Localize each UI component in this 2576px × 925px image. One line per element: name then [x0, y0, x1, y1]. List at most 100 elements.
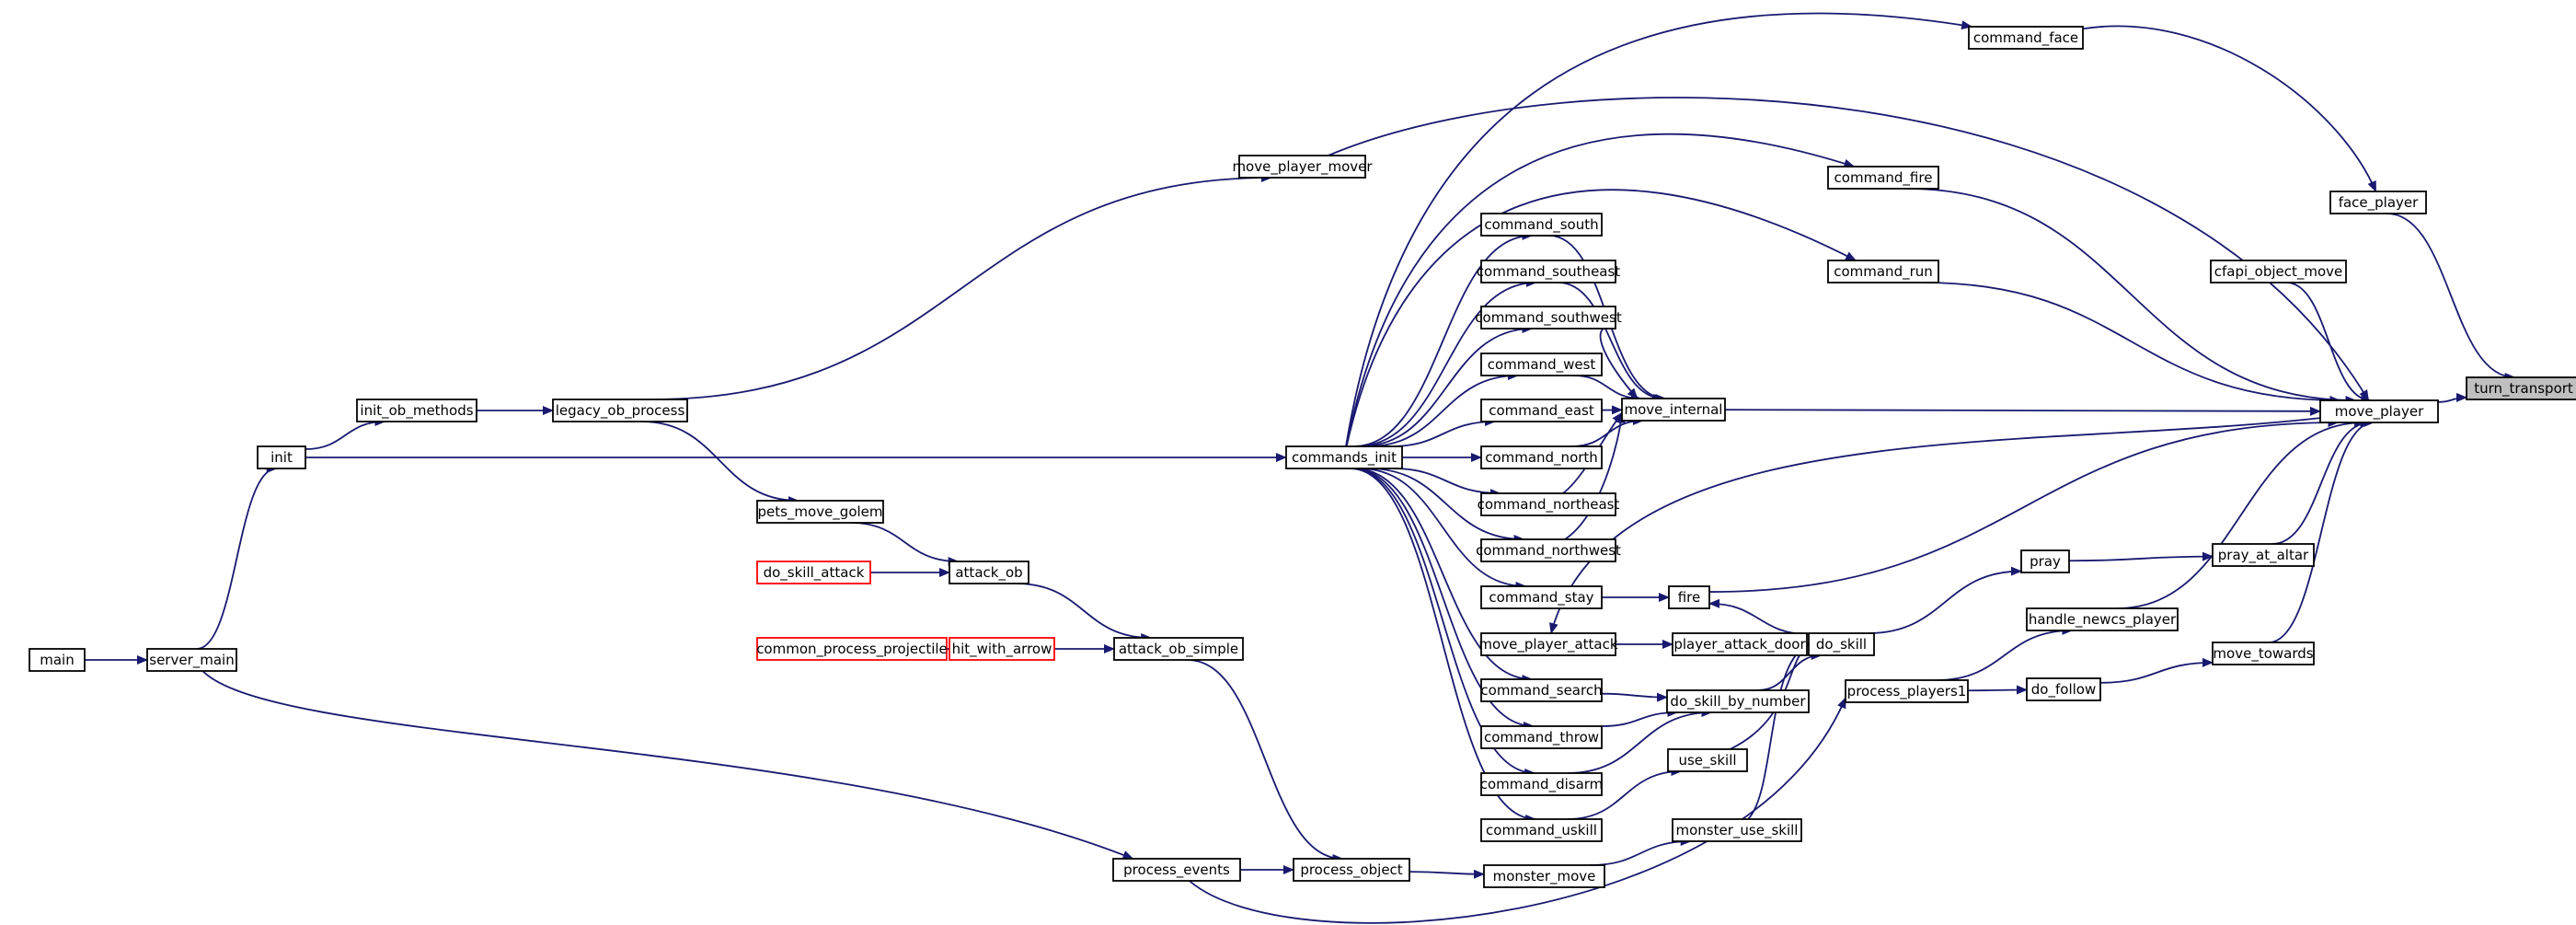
node-box — [1621, 398, 1726, 422]
node-box — [146, 648, 237, 672]
edge-do_skill-to-fire — [1708, 598, 1810, 635]
node-label: handle_newcs_player — [2029, 611, 2177, 629]
node-face_player[interactable]: face_player — [2329, 191, 2427, 214]
node-move_towards[interactable]: move_towards — [2212, 642, 2315, 665]
node-box — [1827, 166, 1939, 190]
node-label: command_south — [1484, 216, 1598, 234]
node-handle_newcs_player[interactable]: handle_newcs_player — [2026, 607, 2179, 631]
node-move_player[interactable]: move_player — [2319, 399, 2439, 423]
node-attack_ob_simple[interactable]: attack_ob_simple — [1113, 637, 1244, 661]
node-label: command_southwest — [1475, 309, 1622, 327]
node-monster_use_skill[interactable]: monster_use_skill — [1672, 818, 1802, 842]
node-monster_move[interactable]: monster_move — [1483, 864, 1605, 888]
node-init_ob_methods[interactable]: init_ob_methods — [356, 399, 477, 422]
node-box — [257, 445, 306, 469]
node-do_follow[interactable]: do_follow — [2026, 677, 2101, 701]
node-box — [1672, 818, 1802, 842]
node-command_uskill[interactable]: command_uskill — [1480, 818, 1603, 842]
node-box — [2212, 642, 2315, 665]
node-do_skill_by_number[interactable]: do_skill_by_number — [1666, 689, 1810, 713]
node-command_west[interactable]: command_west — [1480, 353, 1603, 376]
edge-commands_init-to-command_east — [1390, 417, 1497, 447]
node-common_process_projectile[interactable]: common_process_projectile — [756, 637, 948, 661]
edge-commands_init-to-command_search — [1353, 468, 1534, 684]
node-label: attack_ob_simple — [1119, 641, 1238, 658]
edge-do_skill-to-pray — [1869, 566, 2022, 634]
edge-command_uskill-to-use_skill — [1567, 767, 1683, 820]
node-box — [552, 399, 688, 422]
node-label: common_process_projectile — [756, 641, 948, 658]
node-command_northwest[interactable]: command_northwest — [1476, 538, 1621, 562]
node-command_southeast[interactable]: command_southeast — [1477, 260, 1620, 283]
node-move_player_attack[interactable]: move_player_attack — [1478, 632, 1618, 656]
node-command_north[interactable]: command_north — [1480, 445, 1603, 469]
edge-server_main-to-init — [196, 464, 278, 650]
node-label: hit_with_arrow — [952, 641, 1052, 658]
node-main[interactable]: main — [29, 648, 86, 672]
node-command_throw[interactable]: command_throw — [1480, 725, 1603, 749]
node-command_search[interactable]: command_search — [1480, 678, 1603, 702]
node-command_southwest[interactable]: command_southwest — [1475, 306, 1622, 330]
node-player_attack_door[interactable]: player_attack_door — [1672, 632, 1808, 656]
node-process_object[interactable]: process_object — [1293, 858, 1410, 882]
node-cfapi_object_move[interactable]: cfapi_object_move — [2210, 260, 2347, 283]
node-box — [1480, 585, 1603, 609]
node-box — [1285, 445, 1403, 469]
node-legacy_ob_process[interactable]: legacy_ob_process — [552, 399, 688, 422]
node-command_northeast[interactable]: command_northeast — [1478, 492, 1620, 516]
node-label: command_stay — [1489, 589, 1593, 607]
node-fire[interactable]: fire — [1668, 585, 1710, 609]
node-move_internal[interactable]: move_internal — [1621, 398, 1726, 422]
node-box — [1845, 679, 1969, 703]
node-command_stay[interactable]: command_stay — [1480, 585, 1603, 609]
node-command_run[interactable]: command_run — [1827, 260, 1939, 283]
node-label: process_object — [1300, 861, 1402, 879]
node-do_skill[interactable]: do_skill — [1808, 632, 1875, 656]
edge-do_skill_by_number-to-do_skill — [1757, 651, 1823, 691]
node-pray_at_altar[interactable]: pray_at_altar — [2212, 543, 2315, 567]
node-box — [1672, 632, 1808, 656]
node-use_skill[interactable]: use_skill — [1667, 748, 1748, 772]
edge-command_disarm-to-do_skill_by_number — [1567, 708, 1713, 774]
node-box — [2026, 677, 2101, 701]
node-command_east[interactable]: command_east — [1480, 399, 1603, 422]
node-process_players1[interactable]: process_players1 — [1845, 679, 1969, 703]
node-process_events[interactable]: process_events — [1112, 858, 1241, 882]
node-do_skill_attack[interactable]: do_skill_attack — [756, 561, 871, 584]
node-hit_with_arrow[interactable]: hit_with_arrow — [949, 637, 1055, 661]
node-box — [2026, 607, 2179, 631]
node-label: command_west — [1488, 356, 1596, 374]
node-pray[interactable]: pray — [2020, 549, 2070, 573]
node-commands_init[interactable]: commands_init — [1285, 445, 1403, 469]
node-command_fire[interactable]: command_fire — [1827, 166, 1939, 190]
edge-init-to-init_ob_methods — [305, 417, 386, 450]
edge-commands_init-to-command_face — [1345, 12, 1973, 447]
node-pets_move_golem[interactable]: pets_move_golem — [756, 500, 884, 524]
node-label: move_towards — [2213, 645, 2313, 663]
node-init[interactable]: init — [257, 445, 306, 469]
node-box — [1666, 689, 1810, 713]
node-box — [1808, 632, 1875, 656]
node-box — [756, 637, 948, 661]
node-box — [1480, 818, 1603, 842]
node-label: monster_use_skill — [1676, 822, 1799, 839]
node-command_face[interactable]: command_face — [1968, 26, 2084, 50]
edge-handle_newcs_player-to-move_player — [2116, 418, 2366, 609]
node-label: process_events — [1123, 861, 1230, 879]
node-box — [2212, 543, 2315, 567]
node-command_south[interactable]: command_south — [1480, 213, 1603, 237]
node-box — [1480, 260, 1616, 283]
edge-move_internal-to-move_player — [1724, 406, 2321, 416]
node-command_disarm[interactable]: command_disarm — [1480, 772, 1604, 796]
node-label: init — [270, 449, 293, 466]
edge-cfapi_object_move-to-move_player — [2286, 282, 2373, 405]
node-label: init_ob_methods — [360, 402, 473, 420]
node-server_main[interactable]: server_main — [146, 648, 237, 672]
node-attack_ob[interactable]: attack_ob — [949, 561, 1029, 584]
node-box — [1480, 678, 1603, 702]
node-box — [2210, 260, 2347, 283]
node-label: player_attack_door — [1673, 636, 1806, 653]
node-turn_transport[interactable]: turn_transport — [2466, 376, 2576, 400]
node-move_player_mover[interactable]: move_player_mover — [1232, 155, 1373, 179]
edge-attack_ob_simple-to-process_object — [1187, 659, 1344, 863]
